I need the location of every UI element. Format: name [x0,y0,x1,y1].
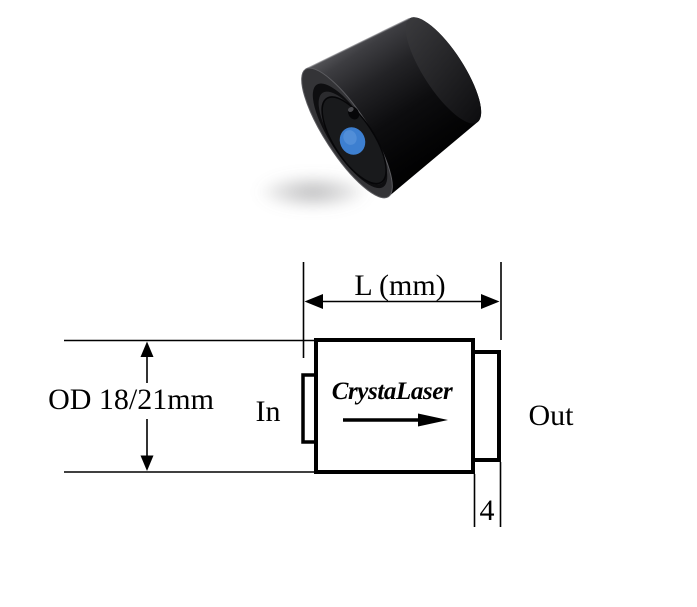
mounting-hole-highlight [347,107,354,112]
beam-arrowhead [418,413,448,427]
dimension-L: L (mm) [302,262,502,358]
brand-label: CrystaLaser [332,378,453,405]
dimension-diagram: L (mm) OD 18/21mm CrystaLaser [48,262,574,527]
dim-L-arrowhead-left [304,294,323,309]
laser-box: CrystaLaser [301,338,501,474]
dimension-4: 4 [473,462,502,527]
photo-shadow [257,174,369,210]
dim4-label: 4 [480,494,495,527]
dim-L-label: L (mm) [354,269,445,302]
od-label: OD 18/21mm [48,383,214,416]
od-arrowhead-up [140,341,154,357]
output-window [471,350,501,462]
port-labels: In Out [256,395,575,432]
laser-aperture [339,127,366,155]
dimension-OD: OD 18/21mm [48,339,318,473]
laser-back-cap [405,17,482,124]
out-label: Out [529,399,575,432]
od-arrowhead-down [140,455,154,471]
laser-aperture-highlight [343,130,357,145]
laser-head-photo [257,17,482,210]
dim-L-arrowhead-right [481,294,500,309]
in-label: In [256,395,281,428]
barrel-top-highlight [305,17,411,70]
laser-box-outline [314,338,475,474]
